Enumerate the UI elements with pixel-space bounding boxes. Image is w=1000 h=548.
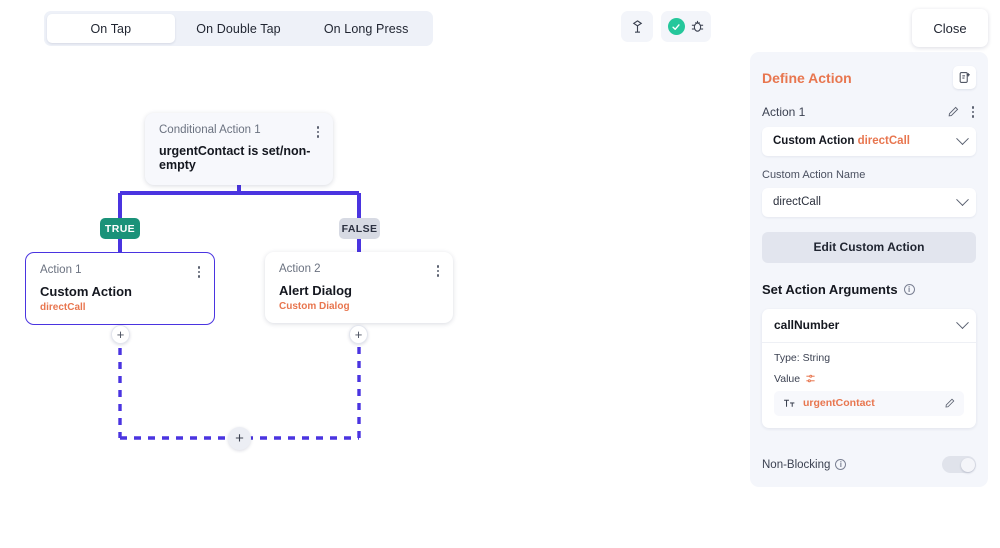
- tab-on-long-press-label: On Long Press: [323, 21, 409, 36]
- toggle-knob: [960, 457, 975, 472]
- action-node-alert-dialog[interactable]: Action 2 Alert Dialog Custom Dialog: [265, 252, 453, 330]
- info-icon[interactable]: i: [903, 283, 915, 295]
- argument-header[interactable]: callNumber: [762, 309, 976, 343]
- chevron-down-icon: [956, 131, 969, 145]
- argument-body: Type: String Value urgentContact: [762, 343, 976, 428]
- argument-value-label: Value: [774, 372, 801, 385]
- bug-icon[interactable]: [690, 19, 705, 34]
- branch-badge-true: TRUE: [100, 218, 140, 239]
- panel-title: Define Action: [762, 69, 852, 86]
- tab-on-tap-label: On Tap: [90, 21, 132, 36]
- close-button-label: Close: [933, 20, 967, 36]
- kebab-menu-icon[interactable]: [315, 124, 322, 140]
- settings-sliders-icon[interactable]: [805, 373, 816, 384]
- note-add-icon[interactable]: [953, 66, 976, 89]
- flow-canvas[interactable]: Conditional Action 1 urgentContact is se…: [0, 56, 748, 548]
- non-blocking-label: Non-Blocking: [762, 458, 831, 471]
- kebab-menu-icon[interactable]: [435, 263, 442, 279]
- argument-value-row: Value: [774, 373, 964, 385]
- event-tab-bar: On Tap On Double Tap On Long Press: [44, 11, 433, 46]
- validation-toolbar-group: [661, 11, 711, 42]
- chevron-down-icon: [956, 315, 969, 329]
- branch-badge-true-label: TRUE: [104, 222, 136, 235]
- kebab-menu-icon[interactable]: [196, 264, 203, 280]
- action-row: Action 1: [762, 104, 976, 120]
- flag-button[interactable]: [621, 11, 653, 42]
- tab-on-double-tap[interactable]: On Double Tap: [175, 14, 303, 43]
- argument-card: callNumber Type: String Value: [762, 308, 976, 428]
- add-step-button-false-branch[interactable]: +: [349, 325, 368, 344]
- tab-on-tap[interactable]: On Tap: [47, 14, 175, 43]
- non-blocking-label-group: Non-Blocking i: [762, 458, 847, 471]
- custom-action-name-label: Custom Action Name: [762, 168, 866, 181]
- argument-name: callNumber: [774, 318, 840, 332]
- tab-on-double-tap-label: On Double Tap: [196, 21, 281, 36]
- conditional-node-header: Conditional Action 1: [145, 113, 333, 140]
- true-node-header: Action 1: [26, 253, 214, 280]
- tab-on-long-press[interactable]: On Long Press: [302, 14, 430, 43]
- conditional-node-subtitle: Conditional Action 1: [159, 124, 261, 136]
- edit-custom-action-label: Edit Custom Action: [813, 240, 925, 254]
- false-node-header: Action 2: [265, 252, 453, 279]
- set-action-arguments-label: Set Action Arguments: [762, 281, 898, 297]
- argument-type: Type: String: [774, 351, 831, 364]
- add-step-button-true-branch[interactable]: +: [111, 325, 130, 344]
- action-type-prefix: Custom Action: [773, 135, 855, 147]
- action-label: Action 1: [762, 104, 806, 119]
- define-action-panel: Define Action Action 1 Custom Action: [750, 52, 988, 487]
- check-circle-icon[interactable]: [667, 18, 685, 35]
- action-node-custom-action[interactable]: Action 1 Custom Action directCall: [25, 252, 215, 331]
- true-node-subtitle: Action 1: [40, 264, 82, 276]
- plus-icon: +: [354, 327, 363, 342]
- false-node-subtitle: Action 2: [279, 263, 321, 275]
- info-icon[interactable]: i: [835, 459, 847, 470]
- add-step-button-merge[interactable]: +: [228, 427, 251, 450]
- kebab-menu-icon[interactable]: [970, 104, 977, 120]
- non-blocking-toggle[interactable]: [942, 456, 976, 473]
- non-blocking-row: Non-Blocking i: [762, 456, 976, 473]
- branch-badge-false: FALSE: [339, 218, 380, 239]
- true-node-meta: directCall: [40, 301, 86, 313]
- conditional-action-node[interactable]: Conditional Action 1 urgentContact is se…: [145, 113, 333, 185]
- flow-connectors: [118, 168, 361, 440]
- edit-custom-action-button[interactable]: Edit Custom Action: [762, 231, 976, 263]
- pencil-icon[interactable]: [944, 397, 956, 409]
- argument-value-input[interactable]: urgentContact: [774, 390, 964, 416]
- note-add-glyph: [959, 72, 970, 83]
- argument-value-text: urgentContact: [803, 397, 875, 409]
- plus-icon: +: [235, 430, 244, 447]
- false-node-title: Alert Dialog: [279, 282, 352, 298]
- action-row-icons: [947, 104, 977, 120]
- chevron-down-icon: [956, 192, 969, 206]
- custom-action-name-select[interactable]: directCall: [762, 187, 976, 217]
- action-type-suffix: directCall: [857, 135, 910, 147]
- panel-header: Define Action: [762, 66, 976, 89]
- pencil-icon[interactable]: [947, 105, 960, 118]
- plus-icon: +: [116, 327, 125, 342]
- true-node-title: Custom Action: [40, 283, 132, 299]
- branch-badge-false-label: FALSE: [341, 222, 378, 235]
- text-format-icon: [784, 399, 795, 407]
- action-type-value: Custom Action directCall: [773, 135, 910, 147]
- conditional-node-title: urgentContact is set/non-empty: [159, 143, 311, 172]
- action-type-select[interactable]: Custom Action directCall: [762, 126, 976, 156]
- false-node-meta: Custom Dialog: [279, 300, 350, 312]
- check-mark: [672, 23, 680, 30]
- close-button[interactable]: Close: [912, 9, 988, 47]
- flag-icon: [632, 20, 642, 33]
- custom-action-name-value: directCall: [773, 196, 821, 208]
- set-action-arguments-heading: Set Action Arguments i: [762, 282, 976, 297]
